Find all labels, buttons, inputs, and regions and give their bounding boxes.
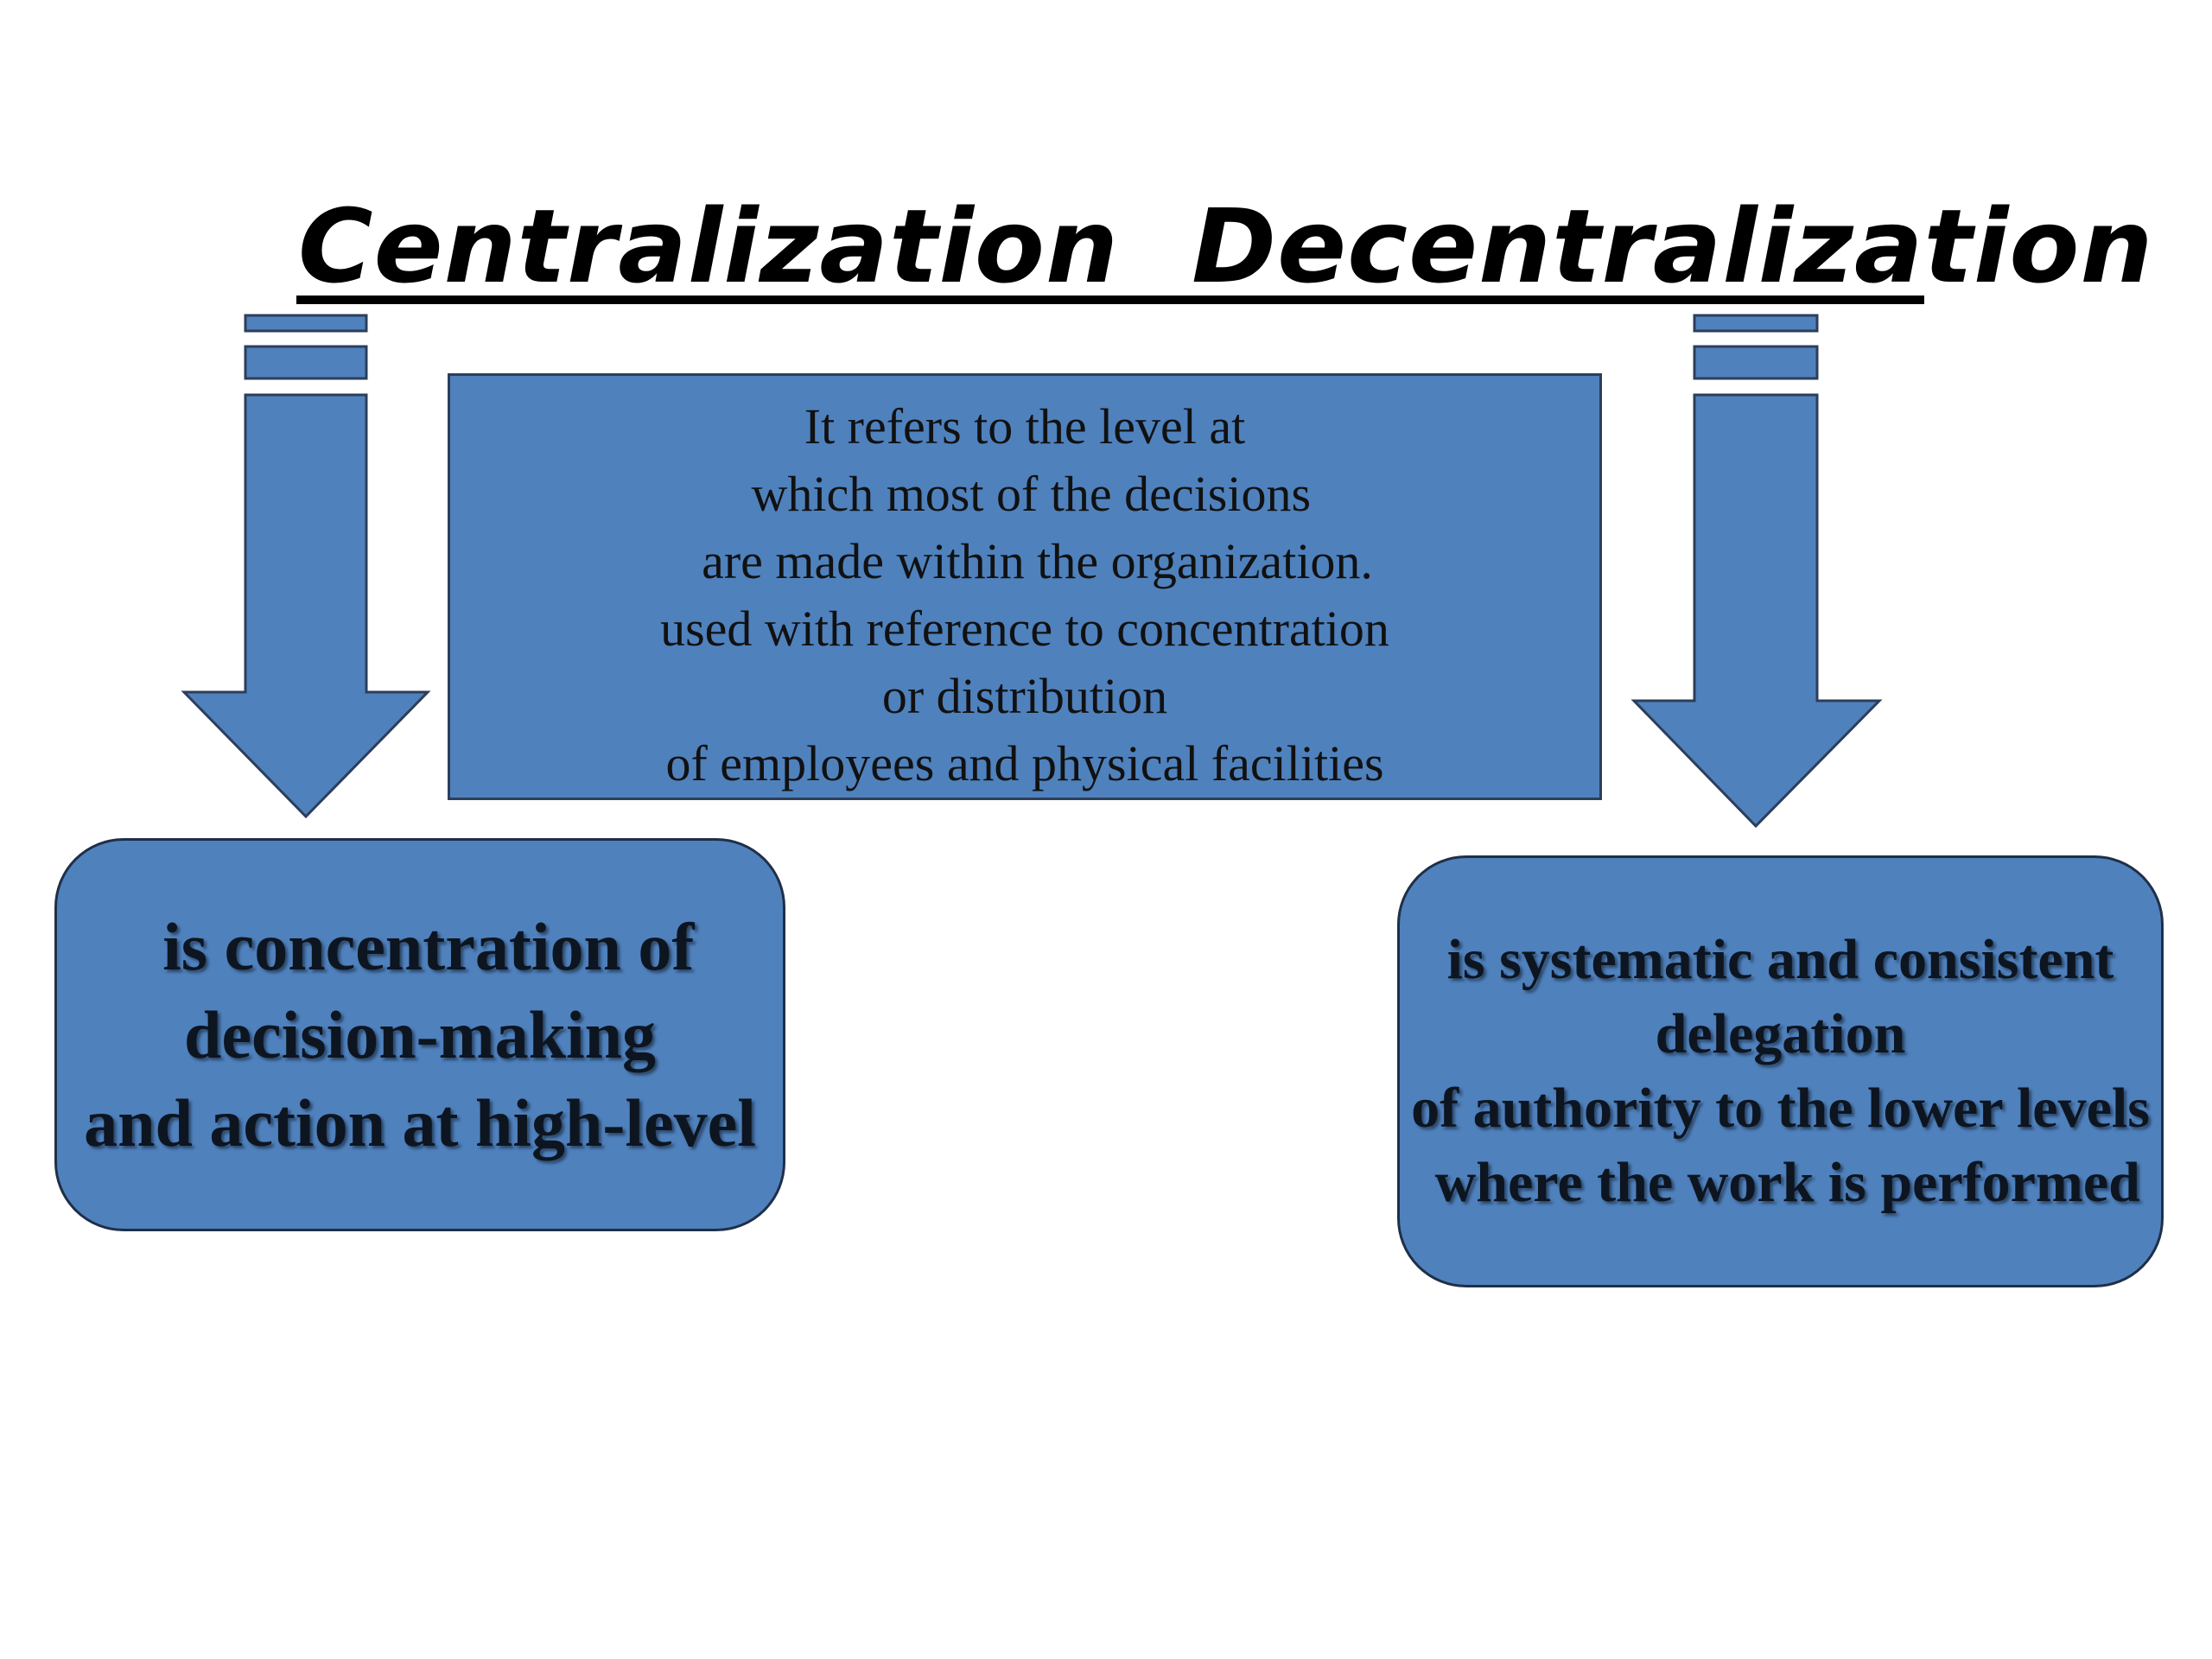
decentralization-line: is systematic and consistent [1446,928,2114,991]
definition-line: of employees and physical facilities [665,735,1384,791]
decentralization-line: delegation [1655,1002,1906,1065]
definition-line: which most of the decisions [738,466,1312,522]
definition-line: or distribution [881,668,1168,724]
definition-line: are made within the organization. [677,533,1373,589]
centralization-line: is concentration of [145,908,695,984]
slide-title: Centralization Decentralization [298,187,2154,306]
centralization-line: decision-making [183,996,657,1072]
centralization-line: and action at high-level [84,1084,756,1160]
right-down-arrow-icon [1630,314,1883,829]
left-down-arrow-icon [181,314,431,819]
centralization-box: is concentration of decision-making and … [54,838,785,1231]
definition-line: used with reference to concentration [660,601,1389,657]
decentralization-line: of authority to the lower levels [1411,1077,2150,1140]
definition-box: It refers to the level at which most of … [448,373,1602,800]
decentralization-line: where the work is performed [1421,1151,2140,1214]
definition-line: It refers to the level at [804,398,1246,454]
decentralization-box: is systematic and consistent delegation … [1397,855,2164,1287]
title-underline [296,296,1924,304]
